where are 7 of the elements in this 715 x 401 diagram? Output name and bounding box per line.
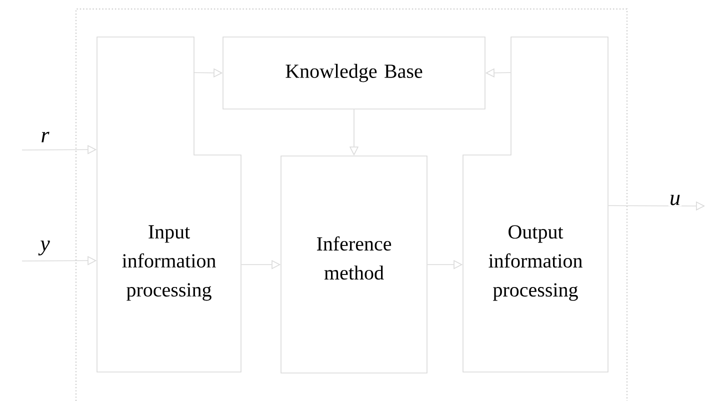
input-processing-box: Input information processing bbox=[96, 36, 242, 372]
knowledge-base-box: Knowledge Base bbox=[222, 36, 486, 110]
output-processing-box: Output information processing bbox=[462, 36, 608, 372]
inference-box: Inference method bbox=[280, 156, 428, 374]
signal-label: u bbox=[668, 194, 682, 206]
signal-label: y bbox=[38, 240, 51, 256]
signal-label: r bbox=[40, 130, 50, 144]
